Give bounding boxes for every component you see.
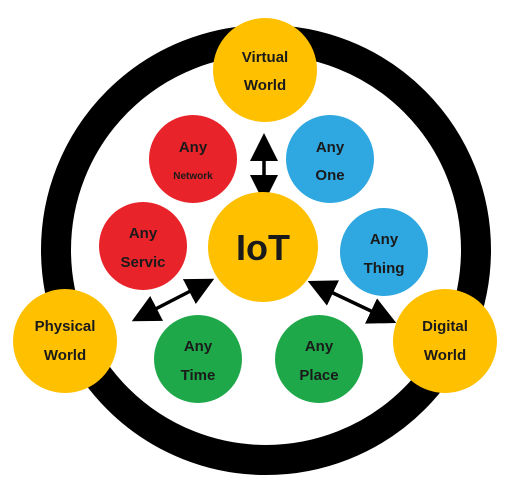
digital-world-line1: Digital — [422, 318, 468, 335]
virtual-world-node: Virtual World — [213, 18, 317, 122]
digital-world-node: Digital World — [393, 289, 497, 393]
any-network-node: Any Network — [149, 115, 237, 203]
any-thing-node: Any Thing — [340, 208, 428, 296]
virtual-world-line1: Virtual — [242, 49, 288, 66]
physical-world-node: Physical World — [13, 289, 117, 393]
any-time-line1: Any — [184, 338, 213, 355]
any-place-node: Any Place — [275, 315, 363, 403]
physical-world-line1: Physical — [35, 318, 96, 335]
arrow-iot-digital — [307, 280, 397, 324]
any-service-node: Any Servic — [99, 202, 187, 290]
any-place-line2: Place — [299, 367, 338, 384]
any-one-line1: Any — [316, 139, 345, 156]
virtual-world-line2: World — [244, 77, 286, 94]
digital-world-line2: World — [424, 347, 466, 364]
iot-center-label: IoT — [236, 227, 290, 268]
any-network-line2: Network — [173, 171, 213, 182]
arrow-iot-physical — [131, 278, 215, 322]
any-one-node: Any One — [286, 115, 374, 203]
any-thing-line2: Thing — [364, 260, 405, 277]
any-network-line1: Any — [179, 139, 208, 156]
any-place-line1: Any — [305, 338, 334, 355]
any-service-line1: Any — [129, 225, 158, 242]
physical-world-line2: World — [44, 347, 86, 364]
any-one-line2: One — [315, 167, 344, 184]
iot-center-node: IoT — [208, 192, 318, 302]
any-time-line2: Time — [181, 367, 216, 384]
any-time-node: Any Time — [154, 315, 242, 403]
any-thing-line1: Any — [370, 231, 399, 248]
any-service-line2: Servic — [120, 254, 165, 271]
